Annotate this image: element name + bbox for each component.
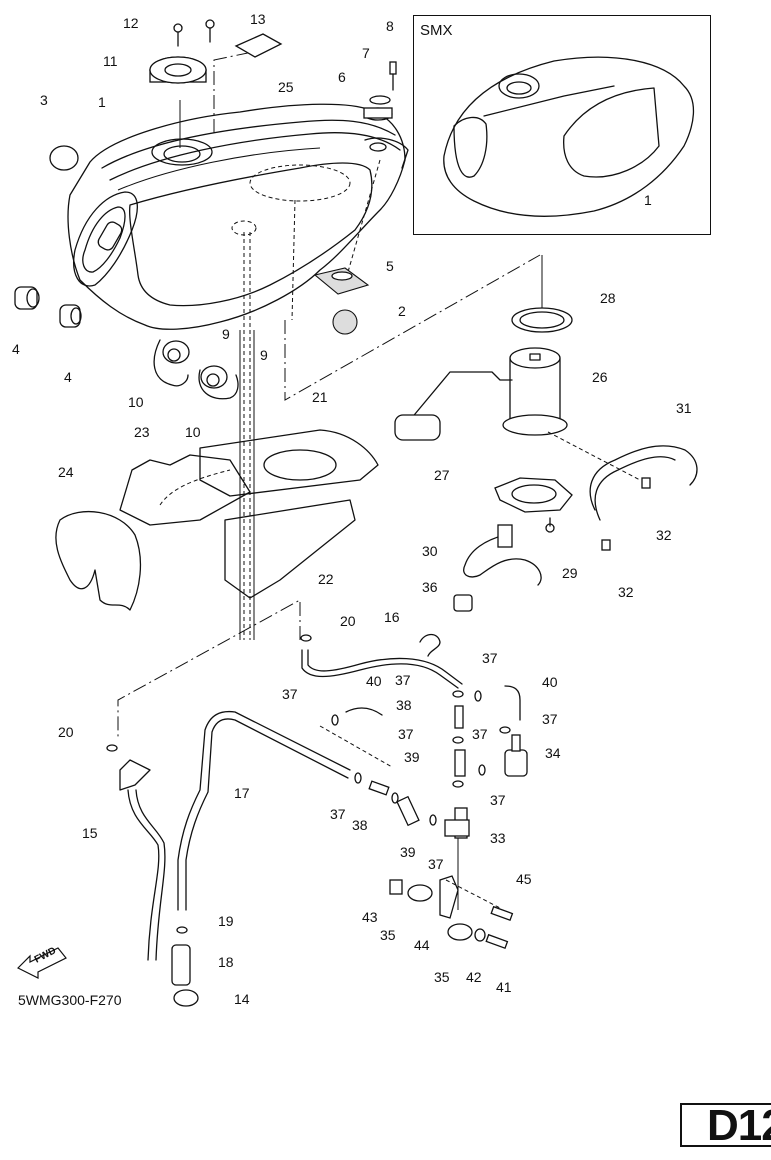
part-label-23[interactable]: 23 [134, 424, 150, 440]
emblem-part [332, 309, 358, 335]
inset-title: SMX [420, 22, 453, 39]
part-label-13[interactable]: 13 [250, 11, 266, 27]
part-label-42[interactable]: 42 [466, 969, 482, 985]
cap-part [49, 145, 79, 171]
grommet-band-parts [153, 339, 239, 400]
part-label-37[interactable]: 37 [490, 792, 506, 808]
part-label-37[interactable]: 37 [542, 711, 558, 727]
part-label-12[interactable]: 12 [123, 15, 139, 31]
part-label-40[interactable]: 40 [542, 674, 558, 690]
inset-label-1: 1 [644, 192, 652, 208]
part-label-37[interactable]: 37 [395, 672, 411, 688]
clip-parts-37 [106, 634, 511, 934]
bracket-bolt-parts [389, 875, 514, 950]
part-label-34[interactable]: 34 [545, 745, 561, 761]
part-label-32[interactable]: 32 [618, 584, 634, 600]
part-label-45[interactable]: 45 [516, 871, 532, 887]
part-label-37[interactable]: 37 [398, 726, 414, 742]
part-label-17[interactable]: 17 [234, 785, 250, 801]
damper-parts-4 [14, 286, 82, 328]
part-label-35[interactable]: 35 [380, 927, 396, 943]
part-label-31[interactable]: 31 [676, 400, 692, 416]
screw-parts [173, 19, 215, 47]
part-label-25[interactable]: 25 [278, 79, 294, 95]
part-label-39[interactable]: 39 [400, 844, 416, 860]
part-label-21[interactable]: 21 [312, 389, 328, 405]
part-label-27[interactable]: 27 [434, 467, 450, 483]
part-label-37[interactable]: 37 [482, 650, 498, 666]
part-label-44[interactable]: 44 [414, 937, 430, 953]
damper-collar-bolt [363, 61, 397, 121]
part-label-7[interactable]: 7 [362, 45, 370, 61]
part-label-28[interactable]: 28 [600, 290, 616, 306]
part-label-35[interactable]: 35 [434, 969, 450, 985]
damper-part-5 [313, 267, 370, 295]
part-label-1[interactable]: 1 [98, 94, 106, 110]
hoses-and-valves [119, 633, 528, 1007]
part-label-32[interactable]: 32 [656, 527, 672, 543]
part-label-26[interactable]: 26 [592, 369, 608, 385]
part-label-14[interactable]: 14 [234, 991, 250, 1007]
part-label-20[interactable]: 20 [58, 724, 74, 740]
part-label-20[interactable]: 20 [340, 613, 356, 629]
part-label-37[interactable]: 37 [428, 856, 444, 872]
part-label-3[interactable]: 3 [40, 92, 48, 108]
page-code: D12 [707, 1101, 771, 1150]
forward-direction-indicator: FWD [16, 940, 72, 980]
part-label-18[interactable]: 18 [218, 954, 234, 970]
part-label-37[interactable]: 37 [472, 726, 488, 742]
label-part [234, 33, 283, 58]
part-label-6[interactable]: 6 [338, 69, 346, 85]
part-label-40[interactable]: 40 [366, 673, 382, 689]
fuel-tank-cap-part [149, 56, 207, 84]
drawing-code: 5WMG300-F270 [18, 992, 122, 1008]
part-label-39[interactable]: 39 [404, 749, 420, 765]
part-label-4[interactable]: 4 [12, 341, 20, 357]
part-label-38[interactable]: 38 [352, 817, 368, 833]
part-label-36[interactable]: 36 [422, 579, 438, 595]
part-label-43[interactable]: 43 [362, 909, 378, 925]
fuel-tank-body [67, 103, 409, 330]
part-label-33[interactable]: 33 [490, 830, 506, 846]
smx-variant-inset: SMX 1 [413, 15, 711, 235]
damper-shields [55, 429, 379, 611]
part-label-5[interactable]: 5 [386, 258, 394, 274]
part-label-8[interactable]: 8 [386, 18, 394, 34]
fwd-arrow-icon [16, 947, 67, 979]
part-label-15[interactable]: 15 [82, 825, 98, 841]
part-label-37[interactable]: 37 [330, 806, 346, 822]
smx-tank-drawing [443, 56, 695, 217]
part-label-9[interactable]: 9 [222, 326, 230, 342]
part-label-29[interactable]: 29 [562, 565, 578, 581]
part-label-2[interactable]: 2 [398, 303, 406, 319]
part-label-38[interactable]: 38 [396, 697, 412, 713]
part-label-4[interactable]: 4 [64, 369, 72, 385]
part-label-16[interactable]: 16 [384, 609, 400, 625]
part-label-30[interactable]: 30 [422, 543, 438, 559]
part-label-22[interactable]: 22 [318, 571, 334, 587]
part-label-24[interactable]: 24 [58, 464, 74, 480]
part-label-9[interactable]: 9 [260, 347, 268, 363]
part-label-10[interactable]: 10 [185, 424, 201, 440]
page-code-box: D12 [680, 1101, 771, 1150]
part-label-19[interactable]: 19 [218, 913, 234, 929]
part-label-41[interactable]: 41 [496, 979, 512, 995]
fuel-pump-assembly [394, 255, 698, 612]
part-label-10[interactable]: 10 [128, 394, 144, 410]
part-label-37[interactable]: 37 [282, 686, 298, 702]
part-label-11[interactable]: 11 [103, 53, 118, 69]
